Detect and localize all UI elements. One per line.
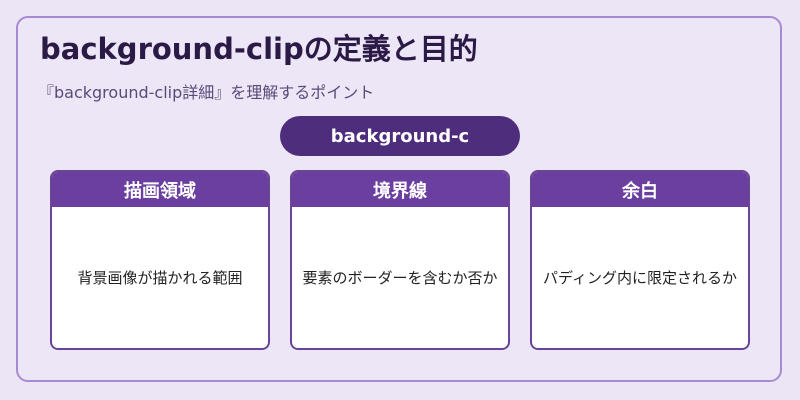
page-subtitle: 『background-clip詳細』を理解するポイント (38, 83, 375, 102)
card-border: 境界線 要素のボーダーを含むか否か (290, 170, 510, 350)
central-node: background-c (280, 116, 520, 156)
card-drawing-area: 描画領域 背景画像が描かれる範囲 (50, 170, 270, 350)
card-description: 背景画像が描かれる範囲 (77, 269, 243, 287)
card-heading: 境界線 (292, 172, 508, 207)
card-description: 要素のボーダーを含むか否か (302, 269, 498, 287)
card-padding: 余白 パディング内に限定されるか (530, 170, 750, 350)
card-description: パディング内に限定されるか (543, 269, 737, 287)
card-heading: 余白 (532, 172, 748, 207)
page-title: background-clipの定義と目的 (40, 32, 478, 66)
card-heading: 描画領域 (52, 172, 268, 207)
